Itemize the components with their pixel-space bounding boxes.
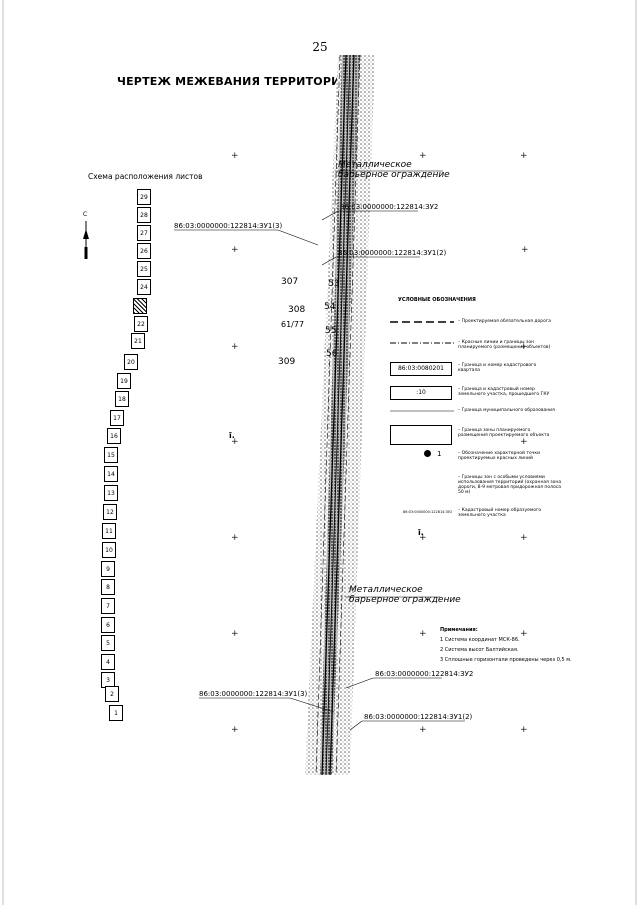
point-label-56: 56 (326, 349, 338, 359)
scheme-title: Схема расположения листов (88, 172, 203, 181)
page-number: 25 (312, 40, 328, 54)
grid-cross-icon: + (520, 533, 528, 543)
legend-text-parcel: – Граница и кадастровый номер земельного… (458, 387, 550, 397)
point-label-53: 53 (328, 279, 340, 289)
sheet-tile: 12 (103, 504, 117, 520)
note-2: 2 Система высот Балтийская. (440, 647, 519, 653)
parcel-label-top-zu2: 86:03:0000000:122814:ЗУ2 (340, 203, 439, 211)
sheet-tile: 7 (101, 598, 115, 614)
grid-cross-icon: + (419, 725, 427, 735)
legend-code-new-parcel: 86:03:0000000:122814:ЗУ2 (403, 510, 453, 514)
fence-leader-bottom (345, 596, 440, 598)
parcel-label-bottom-zu2: 86:03:0000000:122814:ЗУ2 (375, 670, 474, 678)
survey-mark-icon: ī. (229, 431, 235, 440)
sheet-tile: 3 (101, 672, 115, 688)
grid-cross-icon: + (231, 533, 239, 543)
sheet-tile: 6 (101, 617, 115, 633)
sheet-tile: 20 (124, 354, 138, 370)
grid-cross-icon: + (520, 725, 528, 735)
legend-text-municipal: – Граница муниципального образования (458, 408, 555, 413)
grid-cross-icon: + (231, 725, 239, 735)
grid-cross-icon: + (231, 245, 239, 255)
notes-title: Примечания: (440, 627, 478, 633)
sheet-tile: 17 (110, 410, 124, 426)
grid-cross-icon: + (231, 342, 239, 352)
sheet-tile: 4 (101, 654, 115, 670)
fence-top-line1: Металлическое (338, 160, 412, 170)
point-label-308: 308 (288, 305, 306, 315)
sheet-tile: 10 (102, 542, 116, 558)
grid-cross-icon: + (419, 629, 427, 639)
sheet-tile: 13 (104, 485, 118, 501)
grid-cross-icon: + (231, 629, 239, 639)
fence-bottom-line2: барьерное ограждение (349, 595, 461, 605)
legend-code-point: 1 (437, 450, 442, 458)
legend-code-parcel: :10 (390, 386, 452, 400)
point-label-54: 54 (324, 302, 336, 312)
sheet-tile: 18 (115, 391, 129, 407)
grid-cross-icon: + (520, 437, 528, 447)
legend-text-point: – Обозначение характерной точки проектир… (458, 451, 541, 461)
sheet-tile: 26 (137, 243, 151, 259)
point-label-307: 307 (281, 277, 299, 287)
sheet-tile: 28 (137, 207, 151, 223)
survey-mark-icon: ī. (418, 528, 424, 537)
point-label-55: 55 (325, 326, 337, 336)
north-arrow-icon: С (82, 211, 92, 263)
grid-cross-icon: + (521, 245, 529, 255)
legend-text-zone: – Граница зоны планируемого размещения п… (458, 428, 550, 438)
sheet-tile: 8 (101, 579, 115, 595)
legend-text-quarter: – Граница и номер кадастрового квартала (458, 363, 537, 373)
sheet-tile: 25 (137, 261, 151, 277)
legend-dot-icon (424, 450, 431, 457)
sheet-tile: 21 (131, 333, 145, 349)
legend-title: УСЛОВНЫЕ ОБОЗНАЧЕНИЯ (398, 297, 476, 303)
grid-cross-icon: + (419, 151, 427, 161)
sheet-tile (133, 298, 147, 314)
note-3: 3 Сплошные горизонтали проведены через 0… (440, 657, 572, 663)
fence-label-top: Металлическое барьерное ограждение (338, 160, 450, 180)
legend-text-new-parcel: – Кадастровый номер образуемого земельно… (458, 508, 542, 518)
parcel-label-top-zu1-2: 86:03:0000000:122814:ЗУ1(2) (338, 249, 447, 257)
sheet-tile: 22 (134, 316, 148, 332)
sheet-tile: 14 (104, 466, 118, 482)
sheet-tile: 19 (117, 373, 131, 389)
fence-label-bottom: Металлическое барьерное ограждение (349, 585, 461, 605)
legend-code-quarter: 86:03:0080201 (390, 362, 452, 376)
label-61-77: 61/77 (281, 320, 305, 329)
point-label-309: 309 (278, 357, 296, 367)
fence-bottom-line1: Металлическое (349, 585, 423, 595)
sheet-tile: 2 (105, 686, 119, 702)
sheet-tile: 15 (104, 447, 118, 463)
sheet-tile: 11 (102, 523, 116, 539)
grid-cross-icon: + (231, 151, 239, 161)
sheet-tile: 1 (109, 705, 123, 721)
parcel-label-bottom-zu1-3: 86:03:0000000:122814:ЗУ1(3) (199, 690, 308, 698)
sheet-tile: 9 (101, 561, 115, 577)
grid-cross-icon: + (520, 629, 528, 639)
parcel-label-top-zu1-3: 86:03:0000000:122814:ЗУ1(3) (174, 222, 283, 230)
grid-cross-icon: + (231, 437, 239, 447)
sheet-tile: 24 (137, 279, 151, 295)
legend-text-road: – Проектируемая обязательная дорога (458, 319, 552, 324)
legend-text-red-lines: – Красные линии и границы зон планируемо… (458, 340, 551, 350)
fence-top-line2: барьерное ограждение (338, 170, 450, 180)
note-1: 1 Система координат МСК-86. (440, 637, 520, 643)
sheet-tile: 16 (107, 428, 121, 444)
road-corridor-drawing (305, 55, 375, 775)
grid-cross-icon: + (520, 342, 528, 352)
sheet-tile: 29 (137, 189, 151, 205)
legend-text-special-zones: – Границы зон с особыми условиями исполь… (458, 475, 562, 495)
parcel-label-bottom-zu1-2: 86:03:0000000:122814:ЗУ1(2) (364, 713, 473, 721)
sheet-tile: 27 (137, 225, 151, 241)
grid-cross-icon: + (419, 533, 427, 543)
fence-leader-top (335, 170, 443, 172)
north-label: С (83, 211, 88, 218)
notes: Примечания: 1 Система координат МСК-86. … (440, 625, 572, 665)
grid-cross-icon: + (520, 151, 528, 161)
sheet-tile: 5 (101, 635, 115, 651)
drawing-title: ЧЕРТЕЖ МЕЖЕВАНИЯ ТЕРРИТОРИИ (117, 75, 350, 88)
